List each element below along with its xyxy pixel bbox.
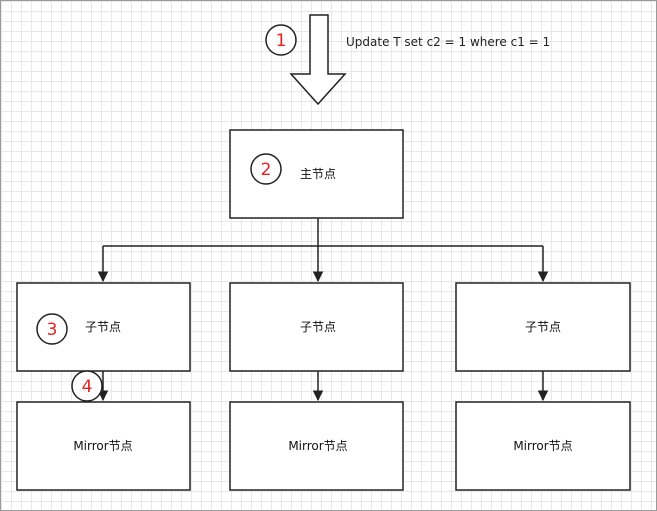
step-2-circle: [250, 153, 282, 185]
step-1-circle: [265, 24, 297, 56]
step-3-circle: [36, 313, 68, 345]
step-4-number: 4: [82, 377, 93, 397]
child-node-2-label: 子节点: [300, 320, 336, 334]
child-node-3-box: [455, 282, 631, 372]
step-1-number: 1: [276, 31, 287, 51]
master-node-label: 主节点: [300, 167, 336, 181]
update-down-arrow: [289, 14, 347, 106]
step-3-number: 3: [47, 320, 58, 340]
child-node-1-label: 子节点: [85, 320, 121, 334]
step-2-number: 2: [261, 160, 272, 180]
child-node-3-label: 子节点: [525, 320, 561, 334]
mirror-node-1-label: Mirror节点: [73, 439, 132, 453]
mirror-node-1-box: [16, 401, 191, 491]
mirror-node-2-box: [229, 401, 404, 491]
mirror-node-3-box: [455, 401, 631, 491]
mirror-node-2-label: Mirror节点: [288, 439, 347, 453]
update-sql-text: Update T set c2 = 1 where c1 = 1: [346, 35, 550, 49]
child-node-2-box: [229, 282, 404, 372]
mirror-node-3-label: Mirror节点: [513, 439, 572, 453]
step-4-circle: [71, 370, 103, 402]
